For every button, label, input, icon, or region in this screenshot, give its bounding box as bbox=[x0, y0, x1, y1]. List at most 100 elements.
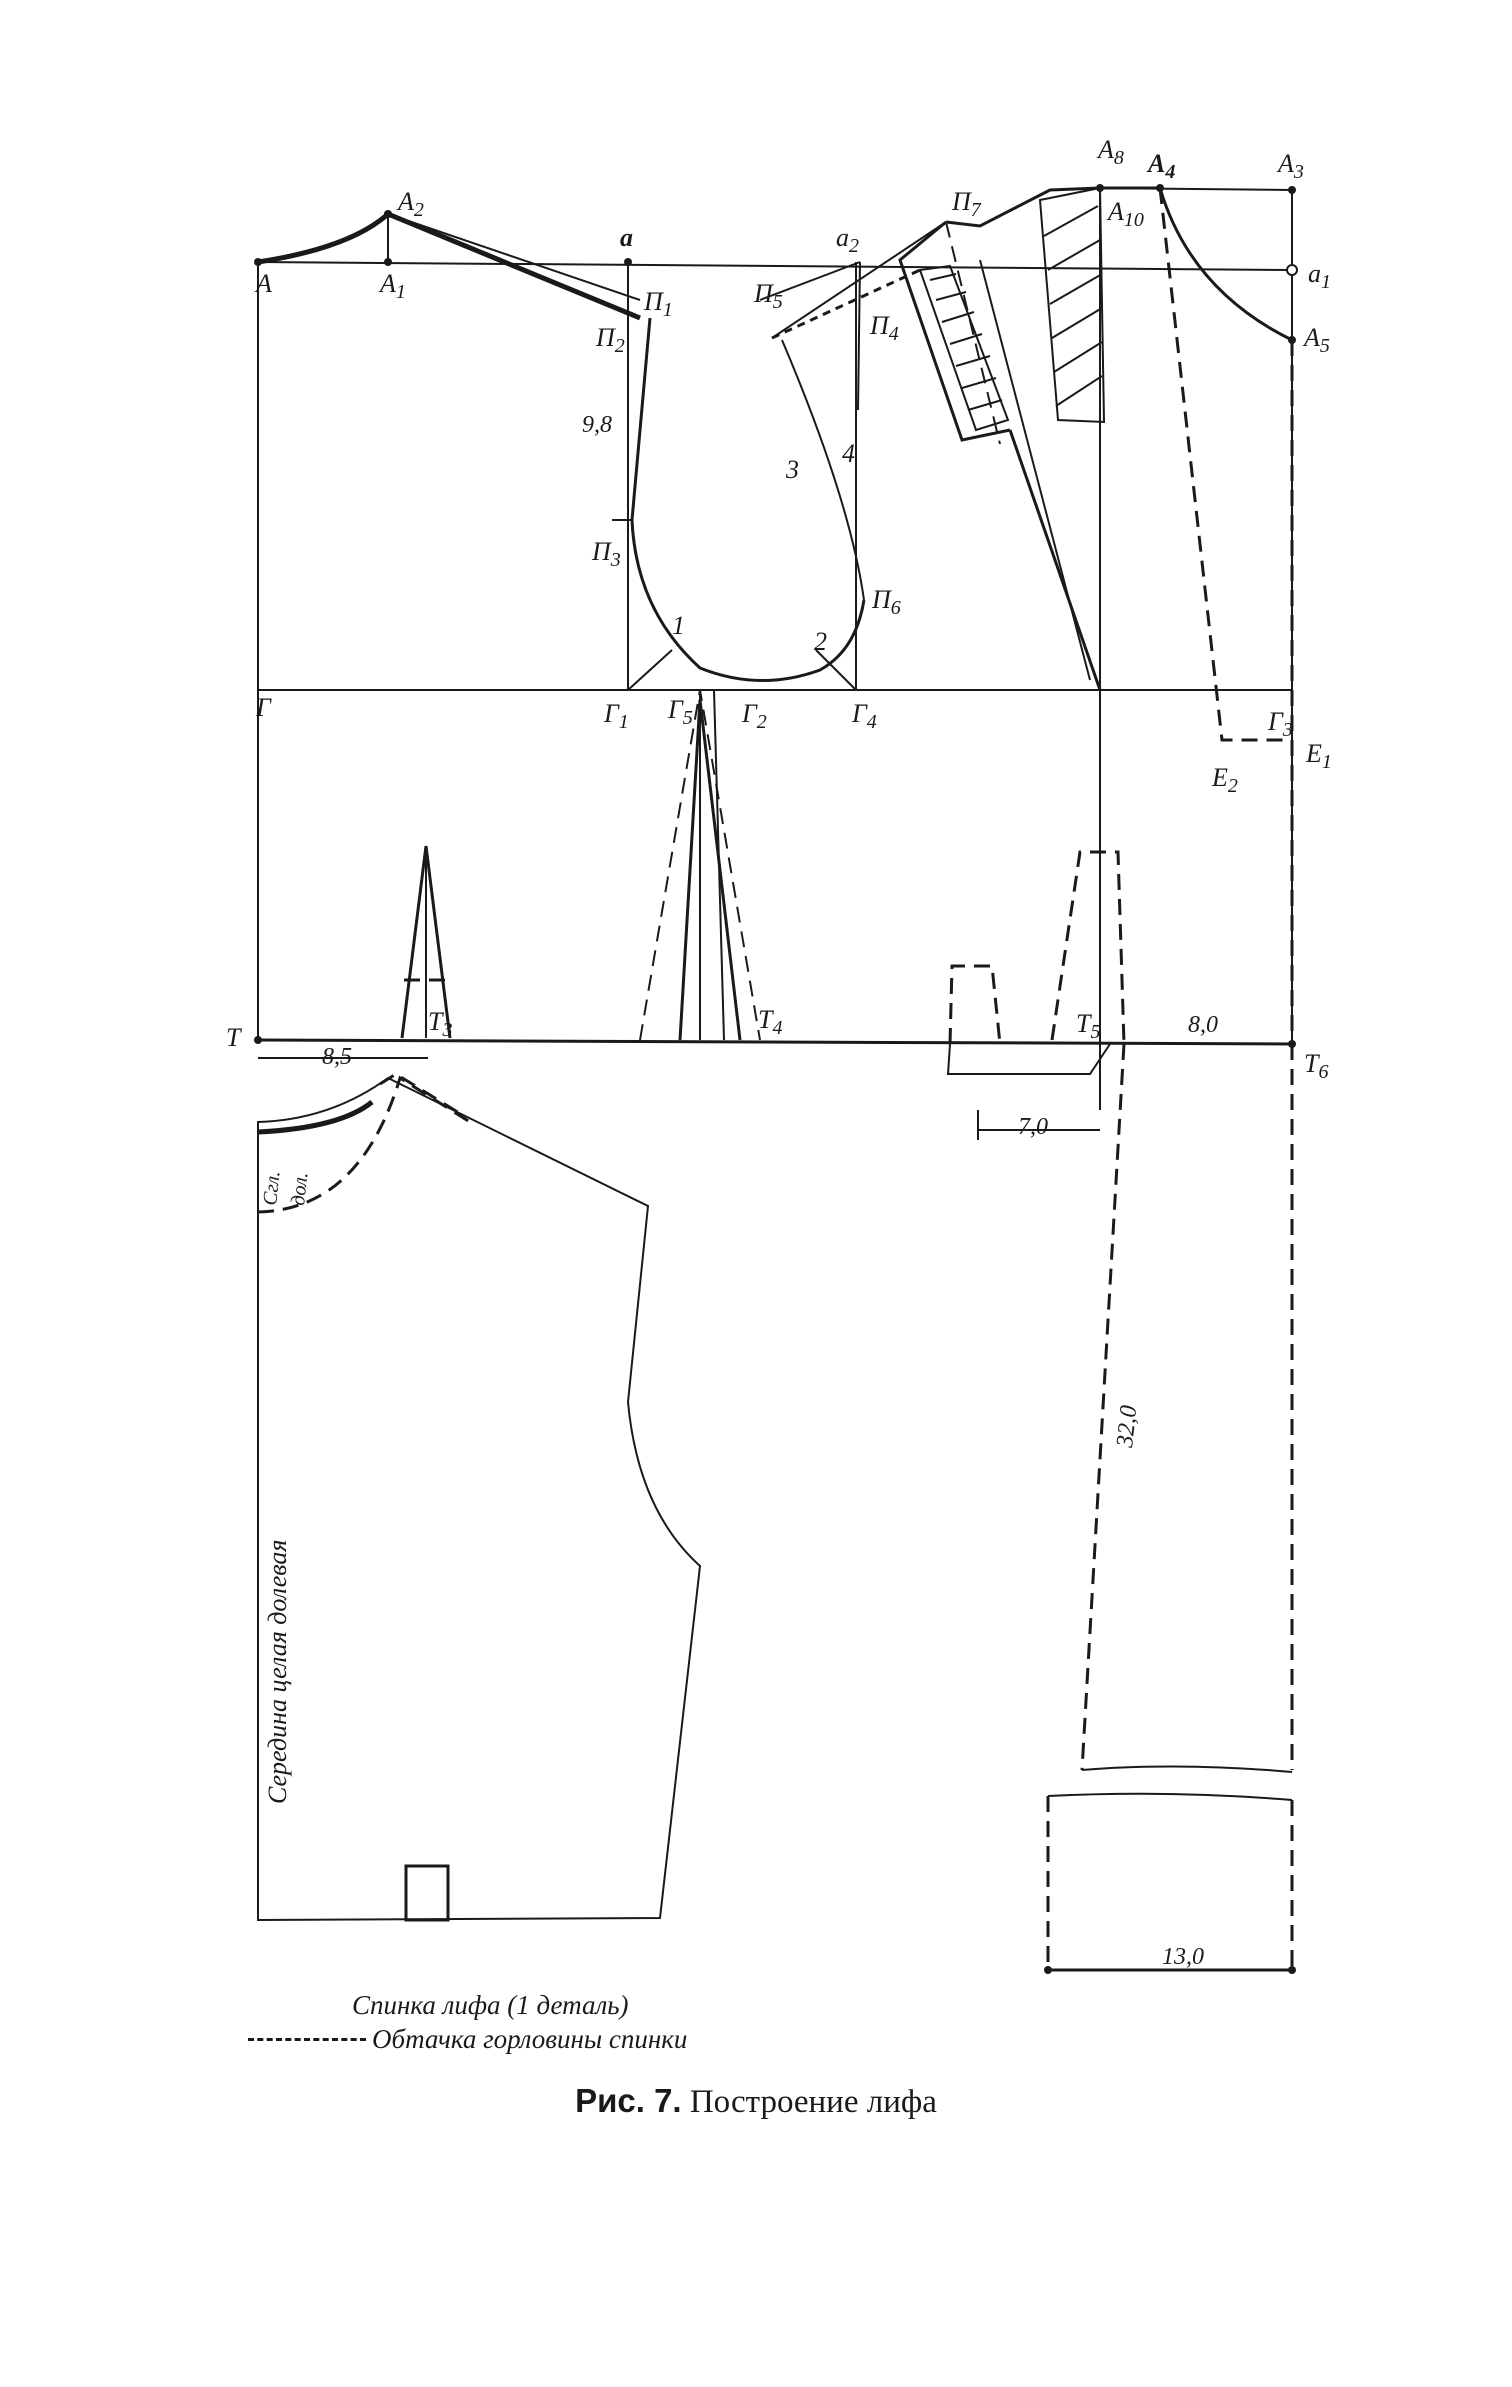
label-G: Г bbox=[255, 693, 272, 722]
svg-text:П6: П6 bbox=[871, 585, 901, 619]
label-T3: Т bbox=[428, 1007, 444, 1036]
label-P5-sub: 5 bbox=[773, 291, 783, 313]
label-T4-sub: 4 bbox=[772, 1017, 782, 1039]
svg-text:П4: П4 bbox=[869, 311, 899, 345]
svg-text:П1: П1 bbox=[643, 287, 673, 321]
label-T3-sub: 3 bbox=[441, 1019, 452, 1041]
hatched-dart-1 bbox=[918, 264, 1010, 432]
label-P7-sub: 7 bbox=[971, 199, 982, 221]
svg-text:Г3: Г3 bbox=[1267, 707, 1293, 741]
label-G3: Г bbox=[1267, 707, 1284, 736]
svg-text:А5: А5 bbox=[1302, 323, 1330, 357]
label-P1: П bbox=[643, 287, 665, 316]
dim-9-8: 9,8 bbox=[582, 412, 612, 438]
label-a2-sub: 2 bbox=[849, 235, 859, 257]
svg-text:Е1: Е1 bbox=[1305, 739, 1332, 773]
svg-text:Г4: Г4 bbox=[851, 699, 877, 733]
label-a1-sub: 1 bbox=[1321, 271, 1331, 293]
label-a2: а bbox=[836, 223, 849, 252]
svg-text:а: а bbox=[620, 223, 633, 252]
label-n2: 2 bbox=[814, 627, 827, 656]
svg-text:А4: А4 bbox=[1146, 149, 1175, 183]
label-G4: Г bbox=[851, 699, 868, 728]
notes: Середина целая долевая Сгл. дол. bbox=[259, 1170, 312, 1804]
label-G4-sub: 4 bbox=[867, 711, 877, 733]
label-T6: Т bbox=[1304, 1049, 1320, 1078]
svg-text:а2: а2 bbox=[836, 223, 859, 257]
svg-text:А10: А10 bbox=[1106, 197, 1144, 231]
svg-text:П5: П5 bbox=[753, 279, 783, 313]
center-back-note: Середина целая долевая bbox=[263, 1539, 292, 1804]
waist-darts bbox=[400, 689, 1126, 1075]
label-G5: Г bbox=[667, 695, 684, 724]
label-G2-sub: 2 bbox=[757, 711, 767, 733]
label-E2: Е bbox=[1211, 763, 1228, 792]
point-labels: А А1 А2 а П1 П2 П3 а2 П5 П4 П6 П7 А8 А4 … bbox=[226, 135, 1332, 1083]
svg-text:А2: А2 bbox=[396, 187, 424, 221]
label-A8-sub: 8 bbox=[1114, 147, 1124, 169]
svg-text:П2: П2 bbox=[595, 323, 625, 357]
back-pattern-piece bbox=[257, 1072, 702, 1922]
label-E2-sub: 2 bbox=[1228, 775, 1238, 797]
label-A3: А bbox=[1276, 149, 1294, 178]
label-A5: А bbox=[1302, 323, 1320, 352]
caption-text: Построение лифа bbox=[689, 2084, 937, 2120]
svg-text:Т5: Т5 bbox=[1076, 1009, 1100, 1043]
legend-facing-label: Обтачка горловины спинки bbox=[372, 2024, 688, 2054]
label-A1-sub: 1 bbox=[396, 281, 406, 303]
dim-13-0: 13,0 bbox=[1162, 1944, 1204, 1970]
svg-text:Г: Г bbox=[255, 693, 272, 722]
label-P6-sub: 6 bbox=[891, 597, 901, 619]
dim-32-0: 32,0 bbox=[1112, 1404, 1142, 1449]
fold-note-1: Сгл. bbox=[259, 1170, 284, 1207]
svg-text:П3: П3 bbox=[591, 537, 621, 571]
label-A4: А bbox=[1146, 149, 1165, 178]
hatched-dart-2 bbox=[1038, 186, 1106, 424]
label-G1-sub: 1 bbox=[619, 711, 629, 733]
caption-number: Рис. 7. bbox=[575, 2082, 682, 2119]
label-A10: А bbox=[1106, 197, 1124, 226]
label-E1-sub: 1 bbox=[1322, 751, 1332, 773]
label-T4: Т bbox=[758, 1005, 774, 1034]
legend-dash-swatch bbox=[248, 2037, 366, 2041]
label-A8: А bbox=[1096, 135, 1114, 164]
dim-8-5: 8,5 bbox=[322, 1044, 352, 1070]
svg-text:А1: А1 bbox=[378, 269, 406, 303]
svg-text:Г2: Г2 bbox=[741, 699, 767, 733]
label-A2-sub: 2 bbox=[414, 199, 424, 221]
label-T: Т bbox=[226, 1023, 242, 1052]
facing-strip bbox=[1046, 1043, 1294, 1972]
label-A2: А bbox=[396, 187, 414, 216]
svg-text:Т: Т bbox=[226, 1023, 242, 1052]
label-P6: П bbox=[871, 585, 893, 614]
label-T5: Т bbox=[1076, 1009, 1092, 1038]
label-G1: Г bbox=[603, 699, 620, 728]
label-A3-sub: 3 bbox=[1293, 161, 1304, 183]
label-G3-sub: 3 bbox=[1282, 719, 1293, 741]
dimension-labels: 9,8 8,5 8,0 7,0 32,0 13,0 bbox=[322, 412, 1218, 1970]
legend-back-label: Спинка лифа (1 деталь) bbox=[352, 1990, 629, 2020]
figure-caption: Рис. 7. Построение лифа bbox=[0, 2082, 1512, 2121]
fold-note-2: дол. bbox=[287, 1171, 312, 1206]
label-n1: 1 bbox=[672, 611, 685, 640]
label-P1-sub: 1 bbox=[663, 299, 673, 321]
point-markers bbox=[254, 184, 1298, 1974]
label-A: А bbox=[254, 269, 272, 298]
svg-text:А3: А3 bbox=[1276, 149, 1304, 183]
dimension-lines bbox=[258, 1057, 1100, 1140]
svg-text:П7: П7 bbox=[951, 187, 982, 221]
label-G2: Г bbox=[741, 699, 758, 728]
label-P2: П bbox=[595, 323, 617, 352]
label-A10-sub: 10 bbox=[1124, 209, 1144, 231]
label-a: а bbox=[620, 223, 633, 252]
label-P5: П bbox=[753, 279, 775, 308]
svg-text:Т3: Т3 bbox=[428, 1007, 452, 1041]
dim-7-0: 7,0 bbox=[1018, 1114, 1048, 1140]
label-P2-sub: 2 bbox=[615, 335, 625, 357]
svg-text:А: А bbox=[254, 269, 272, 298]
construction-grid bbox=[257, 187, 1293, 1110]
label-A1: А bbox=[378, 269, 396, 298]
label-a1: а bbox=[1308, 259, 1321, 288]
legend-facing: Обтачка горловины спинки bbox=[248, 2022, 687, 2056]
